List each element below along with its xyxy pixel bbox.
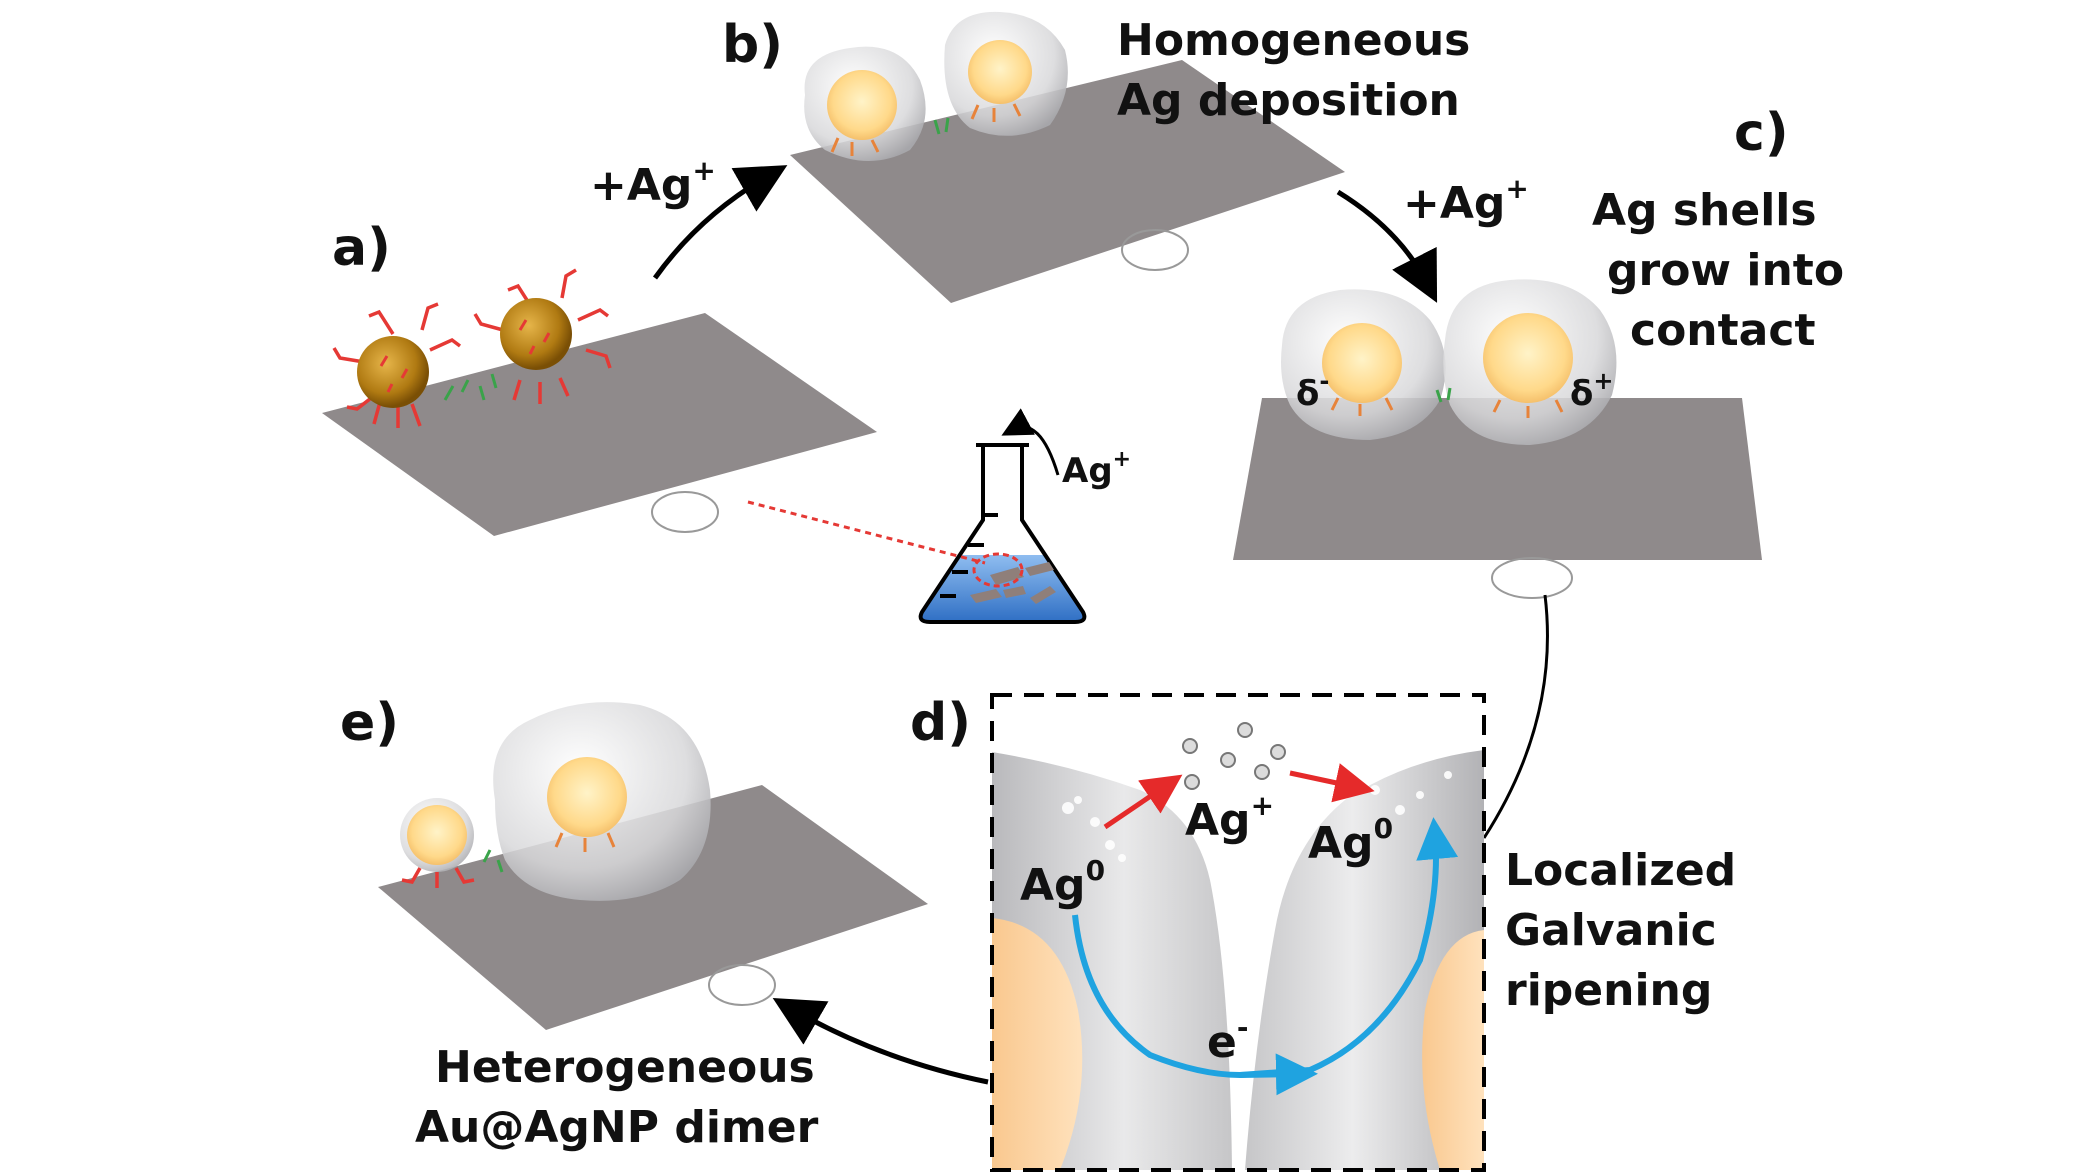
flask-liquid [920,555,1085,622]
label-ag0-right: Ag0 [1308,812,1393,869]
reagent-ag-1: +Ag+ [590,154,716,211]
large-core-shell-particle-e [493,702,711,901]
reagent-ag-2: +Ag+ [1403,172,1529,229]
caption-b-line2: Ag deposition [1117,75,1460,126]
flask-ag-label: Ag+ [1062,447,1131,491]
left-core [992,918,1083,1170]
caption-d-line2: Galvanic [1505,905,1717,956]
linker-e [482,849,504,873]
right-core [1422,930,1484,1170]
substrate-shadow-c [1491,557,1573,599]
linker-c [1435,387,1452,403]
label-e: e) [340,693,399,753]
substrate-shadow-b [1121,229,1189,271]
inset-border [990,693,1486,1172]
substrate-shadow-a [651,491,719,533]
arrow-d-to-e [772,997,989,1085]
panel-c: δ- δ+ c) Ag shells grow into contact [1233,103,1844,599]
charge-delta-plus: δ+ [1570,367,1613,414]
linker-a [443,373,498,401]
panel-e: e) Heterogeneous Au@AgNP dimer [340,693,928,1153]
charge-delta-minus: δ- [1296,367,1329,414]
ag-atoms-left [1062,796,1126,862]
core-shell-particle-b1 [804,46,926,161]
ag-ion-particles [1182,722,1286,790]
panel-b: b) Homogeneous Ag deposition [722,11,1470,303]
substrate-a [322,313,877,536]
linker-b [933,117,950,135]
electron-arrow-mid [1239,1053,1318,1096]
red-arrow-left [1103,774,1183,830]
caption-d-line3: ripening [1505,965,1712,1016]
flask-substrate-pieces [970,562,1056,604]
caption-d-line1: Localized [1505,845,1736,896]
caption-c-line1: Ag shells [1592,185,1817,236]
arrow-b-to-c [1336,189,1438,303]
ag-atoms-right [1370,771,1452,815]
substrate-shadow-e [708,964,776,1006]
substrate-b [790,60,1345,303]
panel-a: a) [322,218,877,536]
label-b: b) [722,15,783,75]
zoom-line-a-to-flask [747,500,986,565]
label-c: c) [1734,103,1789,163]
red-arrow-right [1289,763,1375,803]
label-d: d) [910,693,971,753]
label-a: a) [332,218,391,278]
small-core-shell-particle-e [400,798,475,888]
panel-d: Ag0 Ag+ Ag0 e- d) Localized Galvanic rip… [910,693,1736,1172]
caption-c-line2: grow into [1607,245,1844,296]
connector-c-to-d [1482,594,1549,839]
caption-c-line3: contact [1630,305,1815,356]
label-electron: e- [1207,1011,1248,1068]
flask: Ag+ [918,408,1131,624]
core-shell-particle-c2 [1443,279,1617,445]
gold-nanoparticle-1 [332,302,462,428]
caption-e-line1: Heterogeneous [435,1042,815,1093]
caption-e-line2: Au@AgNP dimer [415,1102,819,1153]
gold-nanoparticle-2 [473,268,612,404]
flask-outline [918,445,1087,624]
caption-b-line1: Homogeneous [1117,15,1470,66]
label-ag0-left: Ag0 [1020,854,1105,911]
label-ag-ion: Ag+ [1185,789,1274,846]
core-shell-particle-b2 [944,11,1068,136]
substrate-e [378,785,928,1030]
flask-ag-arrow [1001,408,1060,476]
arrow-a-to-b [652,165,788,280]
core-shell-particle-c1 [1281,289,1446,440]
